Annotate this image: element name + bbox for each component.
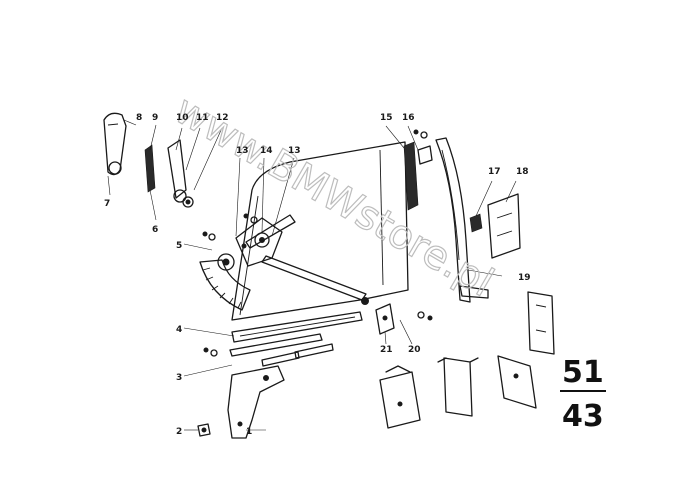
window-crank-handle (103, 112, 127, 176)
group-main-number: 51 (562, 355, 604, 390)
callout-19: 19 (518, 273, 531, 283)
group-sub-number: 43 (562, 399, 604, 434)
callout-18: 18 (516, 167, 529, 177)
callout-1: 1 (246, 427, 252, 437)
callout-10: 10 (176, 113, 189, 123)
callout-3: 3 (176, 373, 182, 383)
callout-7: 7 (104, 199, 110, 209)
callout-21: 21 (380, 345, 393, 355)
callout-4: 4 (176, 325, 182, 335)
callout-6: 6 (152, 225, 158, 235)
escutcheon-plate (144, 144, 156, 193)
guide-piece (487, 193, 521, 259)
slider-block (375, 303, 395, 335)
callout-5: 5 (176, 241, 182, 251)
callout-11: 11 (196, 113, 209, 123)
regulator-base-plate (235, 217, 283, 267)
callout-20: 20 (408, 345, 421, 355)
rear-guide-rail (435, 137, 489, 303)
lower-rails (229, 333, 334, 367)
callout-2: 2 (176, 427, 182, 437)
fasteners (202, 129, 433, 357)
sector-gear (199, 253, 251, 311)
callout-13-left: 13 (236, 146, 249, 156)
callout-13-right: 13 (288, 146, 301, 156)
lower-glass-channel (231, 311, 363, 343)
leader-lines (107, 119, 517, 431)
stop-block (469, 213, 483, 233)
callout-8: 8 (136, 113, 142, 123)
callout-12: 12 (216, 113, 229, 123)
crank-shaft-assembly (167, 139, 194, 208)
callout-16: 16 (402, 113, 415, 123)
callout-9: 9 (152, 113, 158, 123)
upper-guide (403, 141, 433, 211)
window-glass (231, 141, 409, 321)
callout-15: 15 (380, 113, 393, 123)
group-number: 51 43 (560, 355, 606, 434)
callout-17: 17 (488, 167, 501, 177)
callout-14: 14 (260, 146, 273, 156)
mounting-bracket (227, 365, 285, 439)
clip-nut (197, 423, 211, 437)
spare-brackets (379, 291, 555, 429)
